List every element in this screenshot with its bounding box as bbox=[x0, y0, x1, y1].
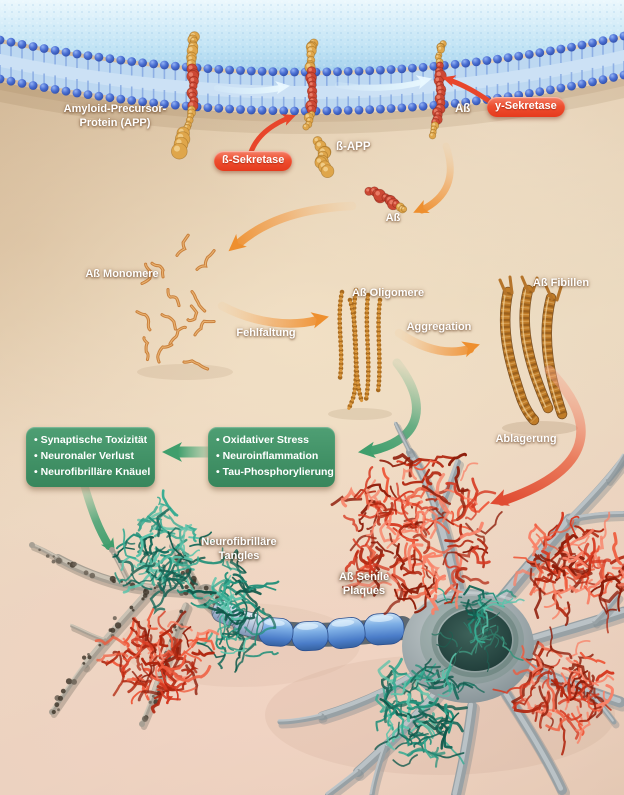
membrane-transport-arrows bbox=[214, 75, 432, 95]
sekretase-arrows bbox=[248, 75, 492, 155]
cascade-arrows-orange bbox=[217, 142, 480, 358]
toxicity-box-item: Neurofibrilläre Knäuel bbox=[34, 465, 151, 481]
tangles-label-line1: Neurofibrilläre bbox=[201, 536, 277, 548]
senile-plaques bbox=[94, 452, 624, 756]
ablagerung-arrow bbox=[490, 365, 586, 506]
toxicity-box: Synaptische Toxizität Neuronaler Verlust… bbox=[26, 427, 155, 488]
app-protein-2 bbox=[302, 38, 335, 178]
myelin-axon bbox=[211, 600, 414, 652]
stress-box-item: Oxidativer Stress bbox=[216, 433, 327, 449]
beta-app-label: ß-APP bbox=[336, 141, 371, 153]
tangles-label: Neurofibrilläre Tangles bbox=[201, 535, 276, 564]
fehlfaltung-label: Fehlfaltung bbox=[236, 327, 296, 339]
app-label-line1: Amyloid-Precursor- bbox=[63, 103, 167, 115]
ab-monomere-illustration bbox=[135, 233, 233, 380]
tangles-label-line2: Tangles bbox=[218, 550, 260, 563]
stress-box-item: Tau-Phosphorylierung bbox=[216, 465, 334, 481]
ab-oligomere-illustration bbox=[328, 287, 392, 420]
ablagerung-label: Ablagerung bbox=[495, 433, 557, 445]
ab-fragment bbox=[364, 186, 408, 214]
stress-box-item: Neuroinflammation bbox=[216, 449, 327, 465]
ab-fibillen-illustration bbox=[498, 275, 578, 435]
ab-label-fragment: Aß bbox=[385, 212, 401, 224]
app-protein-1 bbox=[171, 31, 200, 160]
plaques-label-line1: Aß Senile bbox=[338, 571, 390, 583]
neurofibrillary-tangles bbox=[112, 489, 525, 768]
fibillen-label: Aß Fibillen bbox=[532, 277, 590, 289]
ab-label-membrane: Aß bbox=[455, 103, 471, 115]
stress-box: Oxidativer Stress Neuroinflammation Tau-… bbox=[208, 427, 335, 488]
aggregation-label: Aggregation bbox=[406, 321, 472, 333]
beta-sekretase-badge: ß-Sekretase bbox=[214, 151, 293, 171]
gamma-sekretase-badge: y-Sekretase bbox=[487, 97, 565, 117]
app-label: Amyloid-Precursor- Protein (APP) bbox=[64, 102, 167, 131]
plaques-label-line2: Plaques bbox=[342, 585, 386, 598]
monomere-label: Aß Monomere bbox=[85, 268, 159, 280]
plaques-label: Aß Senile Plaques bbox=[339, 570, 389, 599]
oligomere-label: Aß Oligomere bbox=[351, 287, 425, 299]
app-protein-3 bbox=[428, 40, 447, 140]
toxicity-box-item: Neuronaler Verlust bbox=[34, 449, 147, 465]
toxicity-box-item: Synaptische Toxizität bbox=[34, 433, 148, 449]
app-label-line2: Protein (APP) bbox=[79, 117, 151, 130]
